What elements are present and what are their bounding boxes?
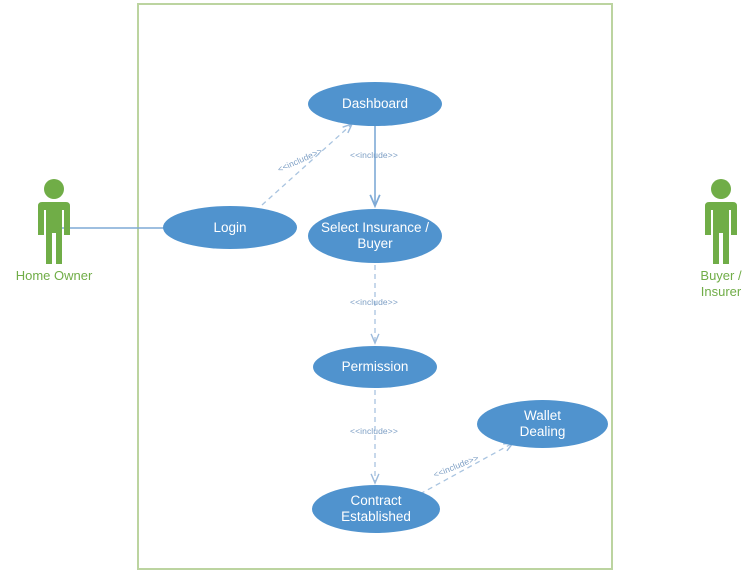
use-case-select-insurance-buyer-label: Select Insurance / Buyer <box>320 220 430 251</box>
use-case-select-insurance-buyer[interactable]: Select Insurance / Buyer <box>308 209 442 263</box>
actor-person-icon <box>38 179 70 264</box>
system-boundary-box <box>137 3 613 570</box>
use-case-permission-label: Permission <box>341 359 409 374</box>
use-case-wallet-dealing-label: Wallet Dealing <box>519 408 566 439</box>
use-case-contract-established-label: Contract Established <box>341 493 411 524</box>
use-case-contract-established[interactable]: Contract Established <box>312 485 440 533</box>
actor-person-icon <box>705 179 737 264</box>
use-case-dashboard[interactable]: Dashboard <box>308 82 442 126</box>
use-case-login[interactable]: Login <box>163 206 297 249</box>
stereotype-label-permission-contract-established: <<include>> <box>350 426 398 436</box>
stereotype-label-select-insurance-permission: <<include>> <box>350 297 398 307</box>
actor-home-owner[interactable]: Home Owner <box>6 178 102 284</box>
actor-buyer-insurer-label: Buyer / Insurer <box>700 268 742 299</box>
actor-home-owner-label: Home Owner <box>15 268 93 283</box>
actor-buyer-insurer[interactable]: Buyer / Insurer <box>676 178 752 300</box>
use-case-permission[interactable]: Permission <box>313 346 437 388</box>
use-case-login-label: Login <box>213 219 247 235</box>
stereotype-label-dashboard-select-insurance: <<include>> <box>350 150 398 160</box>
use-case-dashboard-label: Dashboard <box>341 96 409 111</box>
use-case-wallet-dealing[interactable]: Wallet Dealing <box>477 400 608 448</box>
